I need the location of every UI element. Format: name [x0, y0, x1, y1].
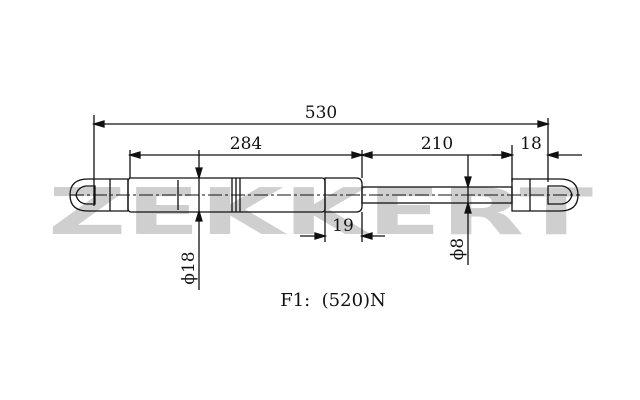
right-end-fitting — [511, 178, 579, 212]
body-diameter-label: ϕ18 — [179, 251, 199, 284]
diameter-leader-rod — [464, 155, 472, 265]
dimension-collar — [300, 232, 385, 240]
diameter-leader-body — [195, 150, 203, 290]
dimension-body — [127, 151, 365, 159]
dimension-end-fitting-label: 18 — [520, 134, 542, 154]
cylinder-collar — [324, 177, 363, 213]
dimension-collar-label: 19 — [332, 216, 354, 236]
force-label: F1: (520)N — [280, 290, 386, 311]
dimension-end-fitting — [492, 151, 582, 159]
dimension-overall-label: 530 — [305, 103, 337, 123]
rod-diameter-label: ϕ8 — [448, 238, 468, 260]
dimension-rod-label: 210 — [421, 134, 453, 154]
dimension-body-label: 284 — [230, 134, 262, 154]
dimension-overall — [91, 120, 551, 128]
